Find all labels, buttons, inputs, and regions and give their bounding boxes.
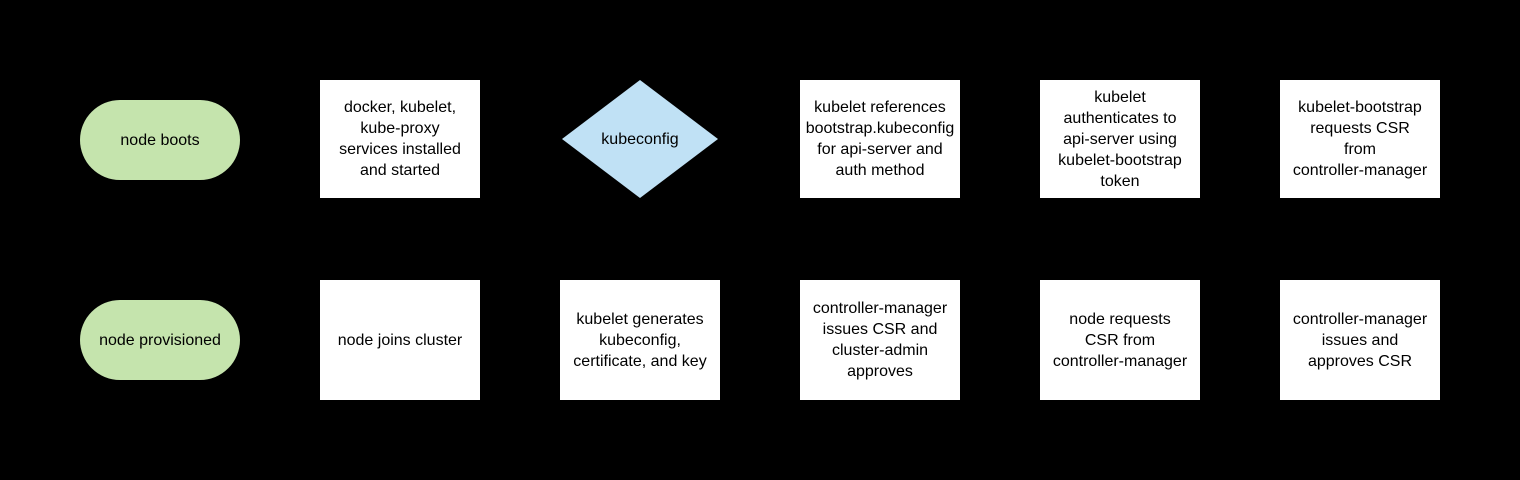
process-node-joins-cluster: node joins cluster bbox=[320, 280, 480, 400]
node-label: docker, kubelet, kube-proxy services ins… bbox=[339, 99, 461, 179]
node-label: controller-manager issues CSR and cluste… bbox=[812, 300, 948, 380]
node-label: kubelet references bootstrap.kubeconfig … bbox=[805, 99, 955, 179]
node-label: kubelet authenticates to api-server usin… bbox=[1058, 88, 1182, 190]
process-kubelet-authenticates: kubelet authenticates to api-server usin… bbox=[1040, 80, 1200, 198]
node-label: controller-manager issues and approves C… bbox=[1292, 310, 1428, 370]
decision-kubeconfig: kubeconfig bbox=[562, 80, 718, 198]
process-services-installed: docker, kubelet, kube-proxy services ins… bbox=[320, 80, 480, 198]
node-label: node requests CSR from controller-manage… bbox=[1052, 310, 1188, 370]
terminator-node-provisioned: node provisioned bbox=[80, 300, 240, 380]
process-kubelet-bootstrap-requests-csr: kubelet-bootstrap requests CSR from cont… bbox=[1280, 80, 1440, 198]
node-label: kubelet generates kubeconfig, certificat… bbox=[573, 310, 707, 370]
node-label: node joins cluster bbox=[337, 331, 463, 349]
node-label: kubelet-bootstrap requests CSR from cont… bbox=[1292, 99, 1428, 179]
node-label: node provisioned bbox=[99, 331, 221, 349]
process-node-requests-csr: node requests CSR from controller-manage… bbox=[1040, 280, 1200, 400]
node-label: node boots bbox=[120, 131, 200, 149]
process-cm-issues-csr-cluster-admin-approves: controller-manager issues CSR and cluste… bbox=[800, 280, 960, 400]
node-label: kubeconfig bbox=[601, 130, 679, 148]
process-cm-issues-and-approves-csr: controller-manager issues and approves C… bbox=[1280, 280, 1440, 400]
process-kubelet-generates-kubeconfig: kubelet generates kubeconfig, certificat… bbox=[560, 280, 720, 400]
terminator-node-boots: node boots bbox=[80, 100, 240, 180]
process-kubelet-references-bootstrap-kubeconfig: kubelet references bootstrap.kubeconfig … bbox=[800, 80, 960, 198]
